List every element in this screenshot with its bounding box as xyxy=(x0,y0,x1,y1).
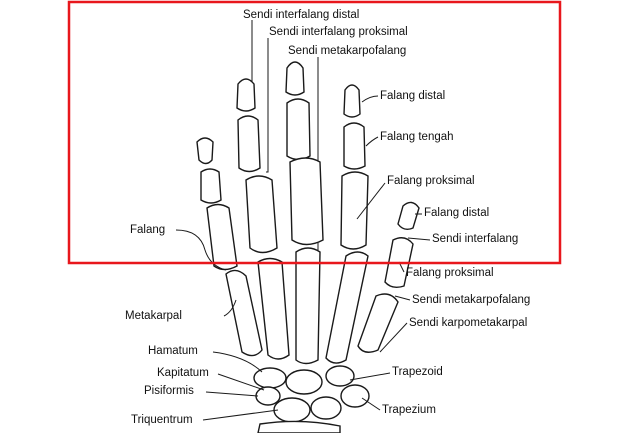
leader-trapezium xyxy=(361,397,381,411)
label-thumb-falang-proksimal: Falang proksimal xyxy=(406,267,494,279)
label-sendi-interfalang-distal: Sendi interfalang distal xyxy=(243,9,360,21)
label-falang: Falang xyxy=(130,224,166,236)
leader-triquentrum xyxy=(202,409,279,421)
ring-finger xyxy=(236,78,278,254)
leader-thumb-sendi-interfalang xyxy=(407,237,431,241)
leader-metakarpal xyxy=(223,299,237,317)
label-falang-tengah: Falang tengah xyxy=(380,131,454,143)
leader-falang-proksimal xyxy=(356,182,386,220)
carpals xyxy=(253,365,370,433)
label-falang-proksimal: Falang proksimal xyxy=(387,175,475,187)
label-sendi-metakarpofalang: Sendi metakarpofalang xyxy=(288,45,407,57)
label-sendi-interfalang-proksimal: Sendi interfalang proksimal xyxy=(269,26,408,38)
label-thumb-sendi-interfalang: Sendi interfalang xyxy=(432,233,519,245)
label-metakarpal: Metakarpal xyxy=(125,310,182,322)
index-finger xyxy=(340,84,369,250)
leader-sendi-interfalang-proksimal xyxy=(266,38,269,173)
leader-hamatum xyxy=(212,351,263,373)
metacarpals xyxy=(225,247,369,365)
label-pisiformis: Pisiformis xyxy=(144,385,194,397)
highlight-box xyxy=(67,0,562,265)
little-finger xyxy=(196,137,238,271)
label-sendi-karpometakarpal: Sendi karpometakarpal xyxy=(409,317,528,329)
label-kapitatum: Kapitatum xyxy=(157,367,209,379)
leader-falang-tengah xyxy=(365,136,379,147)
label-trapezium: Trapezium xyxy=(382,404,436,416)
leader-trapezoid xyxy=(349,372,391,381)
label-hamatum: Hamatum xyxy=(148,345,198,357)
thumb xyxy=(357,201,420,353)
leader-thumb-sendi-metakarpofalang xyxy=(394,295,411,301)
leader-kapitatum xyxy=(217,373,265,391)
leader-falang-distal xyxy=(361,95,379,103)
leader-sendi-karpometakarpal xyxy=(379,322,408,353)
leader-falang xyxy=(175,229,227,271)
label-thumb-falang-distal: Falang distal xyxy=(424,207,490,219)
label-falang-distal: Falang distal xyxy=(380,90,446,102)
label-triquentrum: Triquentrum xyxy=(131,414,193,426)
label-thumb-sendi-metakarpofalang: Sendi metakarpofalang xyxy=(412,294,531,306)
label-trapezoid: Trapezoid xyxy=(392,366,443,378)
leader-pisiformis xyxy=(205,391,259,397)
middle-finger xyxy=(285,61,324,246)
